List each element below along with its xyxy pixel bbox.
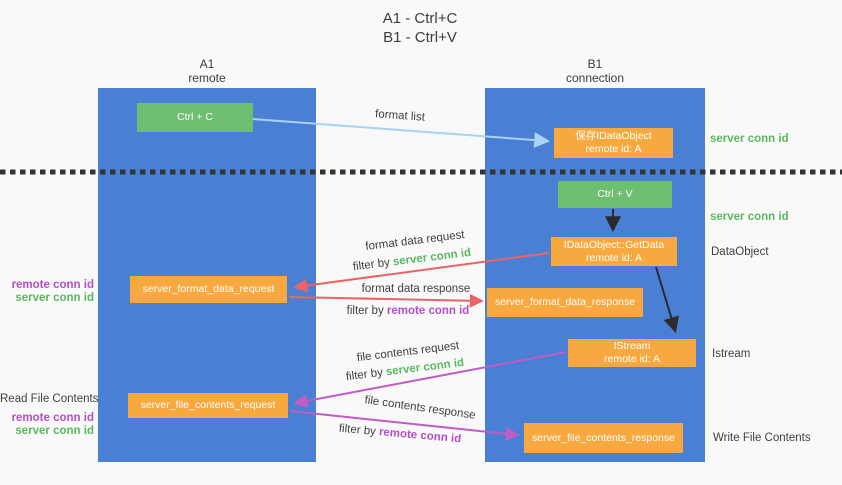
filter-by-remote-conn-id-label-1: filter by remote conn id: [328, 305, 488, 317]
server-conn-id-left-label-2: server conn id: [15, 425, 94, 437]
format-data-response-arrow: [288, 293, 484, 308]
server-file-contents-request-label: server_file_contents_request: [140, 399, 276, 411]
getdata-node: IDataObject::GetData remote id: A: [551, 237, 677, 266]
server-conn-id-text: server conn id: [392, 246, 472, 269]
title-line-1: A1 - Ctrl+C: [382, 10, 458, 27]
title-line-2: B1 - Ctrl+V: [383, 29, 457, 46]
right-column-header: B1 connection: [535, 57, 655, 85]
filter-by-text: filter by: [338, 422, 380, 439]
dataobject-side-label: DataObject: [711, 246, 769, 258]
server-conn-id-side-label-mid: server conn id: [710, 211, 789, 223]
getdata-line2: remote id: A: [585, 251, 643, 264]
left-column-role: remote: [188, 71, 226, 85]
server-file-contents-request-node: server_file_contents_request: [128, 393, 288, 418]
filter-by-text: filter by: [352, 256, 394, 274]
ctrl-v-label: Ctrl + V: [597, 188, 633, 200]
istream-node: IStream remote id: A: [568, 339, 696, 367]
getdata-line1: IDataObject::GetData: [563, 238, 665, 251]
left-column-name: A1: [199, 57, 215, 71]
server-conn-id-text: server conn id: [385, 356, 465, 379]
remote-conn-id-left-label-2: remote conn id: [11, 412, 94, 424]
server-format-data-response-node: server_format_data_response: [487, 288, 643, 317]
filter-by-remote-conn-id-label-2: filter by remote conn id: [320, 421, 480, 447]
filter-by-text: filter by: [346, 305, 387, 317]
right-column-name: B1: [587, 57, 603, 71]
file-contents-response-label: file contents response: [363, 394, 477, 422]
diagram-title: A1 - Ctrl+C B1 - Ctrl+V: [300, 9, 540, 47]
format-list-label: format list: [374, 108, 426, 124]
save-idataobject-line1: 保存IDataObject: [575, 130, 652, 142]
remote-conn-id-text: remote conn id: [378, 426, 462, 446]
ctrl-v-node: Ctrl + V: [558, 181, 672, 208]
istream-line1: IStream: [613, 340, 651, 352]
save-idataobject-node: 保存IDataObject remote id: A: [554, 128, 673, 158]
server-file-contents-response-label: server_file_contents_response: [531, 431, 675, 444]
server-format-data-response-label: server_format_data_response: [494, 296, 636, 308]
format-data-response-label: format data response: [361, 283, 471, 295]
istream-side-label: Istream: [712, 348, 751, 360]
read-file-contents-left-label: Read File Contents: [0, 393, 99, 405]
save-idataobject-line2: remote id: A: [585, 143, 642, 155]
istream-line2: remote id: A: [603, 353, 661, 365]
server-conn-id-side-label-top: server conn id: [710, 133, 789, 145]
right-column-role: connection: [565, 71, 625, 85]
ctrl-c-label: Ctrl + C: [177, 111, 213, 123]
server-format-data-request-node: server_format_data_request: [130, 276, 287, 303]
remote-conn-id-left-label-1: remote conn id: [11, 279, 94, 291]
write-file-contents-side-label: Write File Contents: [713, 432, 811, 444]
filter-by-text: filter by: [345, 366, 387, 384]
server-format-data-request-label: server_format_data_request: [142, 283, 275, 295]
ctrl-c-node: Ctrl + C: [137, 103, 253, 132]
left-column-header: A1 remote: [147, 57, 267, 85]
remote-conn-id-text: remote conn id: [386, 305, 470, 317]
server-file-contents-response-node: server_file_contents_response: [524, 423, 683, 453]
server-conn-id-left-label-1: server conn id: [15, 292, 94, 304]
